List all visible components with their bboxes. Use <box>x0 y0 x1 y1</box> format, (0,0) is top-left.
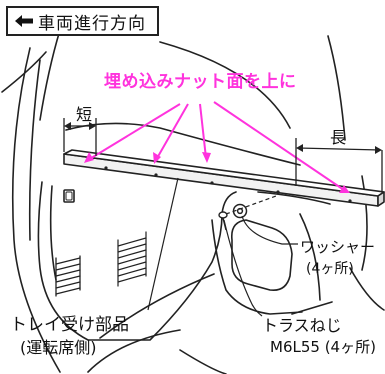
short-side-label: 短 <box>76 105 93 124</box>
console-inner-edge <box>49 185 57 281</box>
bracket-hole <box>154 173 158 177</box>
short-dimension-marker <box>63 118 97 156</box>
tray-part-position-label: (運転席側) <box>20 338 97 357</box>
rear-edge-right <box>361 175 368 271</box>
long-dimension-marker <box>295 138 383 192</box>
screw-leader <box>223 219 263 317</box>
vehicle-direction-box: 車両進行方向 <box>6 6 159 36</box>
washer-label: ワッシャー <box>300 238 376 256</box>
washer-leader <box>241 215 298 245</box>
seat-lower-curve <box>87 329 181 373</box>
nut-orientation-callout: 埋め込みナット面を上に <box>104 72 297 92</box>
bracket-hole <box>104 166 108 170</box>
interior-wall-arc <box>65 122 301 166</box>
tray-leader <box>147 177 179 311</box>
left-rear-edge <box>39 29 61 121</box>
bracket-hole <box>348 199 352 203</box>
left-pillar-line <box>1 51 47 93</box>
roof-curve-2 <box>327 35 346 141</box>
left-door-edge <box>11 47 61 373</box>
left-arrow-icon <box>15 15 33 27</box>
vehicle-direction-text: 車両進行方向 <box>38 13 146 34</box>
long-side-label: 長 <box>330 128 347 147</box>
bracket-hole <box>276 190 280 194</box>
screw-guide-line <box>225 195 277 215</box>
seat-floor-curve <box>179 349 227 374</box>
speaker-grille-center <box>117 231 147 287</box>
tray-bracket-part <box>63 149 385 207</box>
rear-floor-line <box>299 213 321 301</box>
rear-side-panel <box>257 191 331 205</box>
rear-corner-line <box>349 267 385 311</box>
rear-cargo-outline <box>211 219 303 315</box>
tray-part-label: トレイ受け部品 <box>10 315 129 335</box>
callout-arrows <box>84 101 350 193</box>
side-window <box>230 219 293 292</box>
truss-screw-spec-label: M6L55 (4ヶ所) <box>270 338 376 356</box>
left-door-inner <box>28 59 41 241</box>
panel-switch <box>63 189 75 203</box>
speaker-grille-left <box>55 255 81 297</box>
truss-screw-label: トラスねじ <box>262 316 342 335</box>
seat-base-curve <box>99 273 215 339</box>
bracket-hole <box>210 181 214 185</box>
roof-curve <box>159 41 291 129</box>
rear-detail-line <box>291 301 333 315</box>
washer-count-label: (4ヶ所) <box>306 261 354 277</box>
leader-lines <box>147 177 298 317</box>
